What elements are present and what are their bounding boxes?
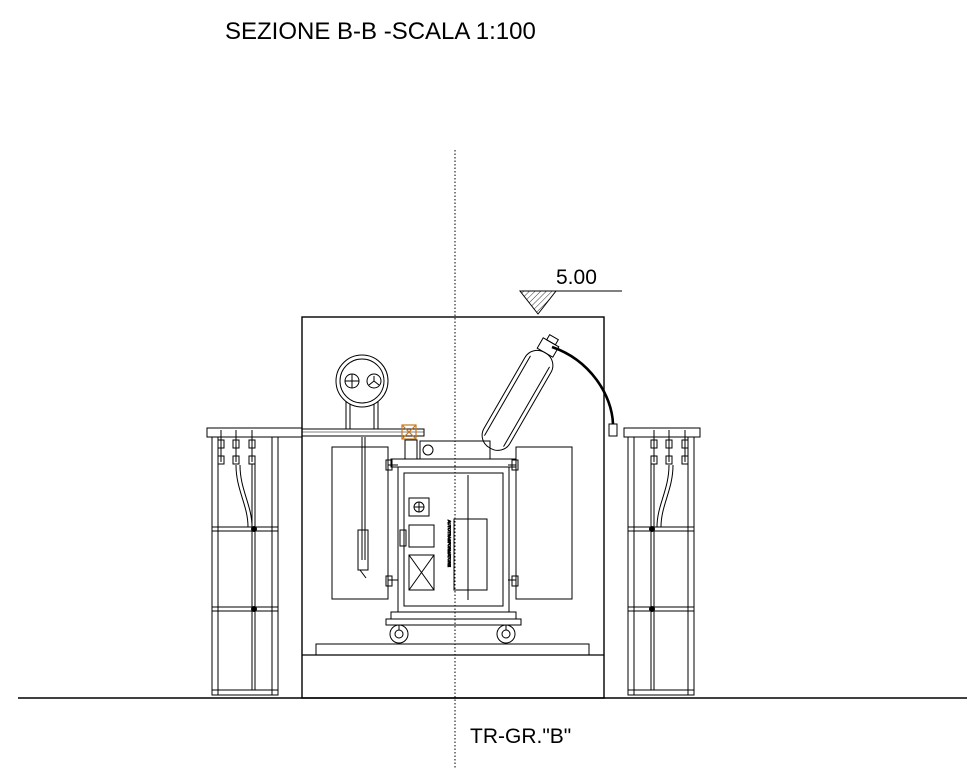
left-support-frame [206,427,303,696]
undercarriage [385,618,522,630]
elevation-marker: 5.00 [518,266,622,315]
hv-cable [551,345,615,425]
transformer-group-label: TR-GR."B" [470,725,571,748]
elevation-label: 5.00 [556,266,597,289]
accent-clamp [401,424,417,440]
right-radiator [508,446,573,600]
nameplate-text: AUTOTRASFORMATORE [447,520,452,567]
right-support-frame [608,423,701,696]
transformer-body: AUTOTRASFORMATORE [390,439,517,620]
conservator-tank [335,354,389,579]
enclosure [301,316,605,699]
hv-bushing [481,333,560,451]
right-wheel [496,624,516,644]
left-wheel [389,624,409,644]
drawing-title: SEZIONE B-B -SCALA 1:100 [225,18,536,45]
busbar [301,428,425,437]
left-radiator [331,446,398,600]
